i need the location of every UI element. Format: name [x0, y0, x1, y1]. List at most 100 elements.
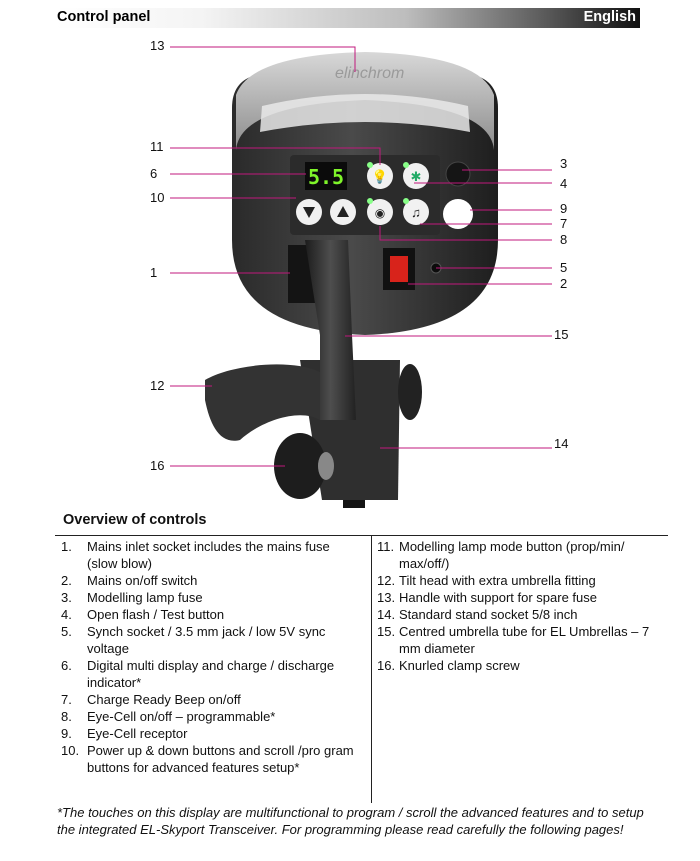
digital-display: [305, 162, 347, 190]
tilt-handle: [205, 364, 320, 441]
item-number: 4.: [61, 607, 72, 622]
list-item: 6. Digital multi display and charge / dis…: [61, 657, 361, 691]
callout-6: 6: [150, 166, 157, 181]
footnote: *The touches on this display are multifu…: [57, 805, 644, 837]
power-switch[interactable]: [390, 256, 408, 282]
item-number: 2.: [61, 573, 72, 588]
item-text: Knurled clamp screw: [399, 658, 520, 673]
arrow-down-icon: [303, 207, 315, 218]
item-number: 5.: [61, 624, 72, 639]
item-number: 1.: [61, 539, 72, 554]
item-text: Handle with support for spare fuse: [399, 590, 597, 605]
music-note-icon: ♫: [411, 205, 421, 220]
callout-7: 7: [560, 216, 567, 231]
item-number: 10.: [61, 743, 80, 758]
test-led: [403, 162, 409, 168]
language-label: English: [583, 9, 636, 25]
callout-15: 15: [554, 327, 568, 342]
item-number: 11.: [377, 539, 395, 554]
list-item: 15.Centred umbrella tube for EL Umbrella…: [377, 623, 667, 657]
callout-16: 16: [150, 458, 164, 473]
item-number: 14.: [377, 607, 396, 622]
callout-12: 12: [150, 378, 164, 393]
item-text: Digital multi display and charge / disch…: [87, 658, 335, 690]
callout-1: 1: [150, 265, 157, 280]
list-item: 4. Open flash / Test button: [61, 606, 361, 623]
list-item: 2. Mains on/off switch: [61, 572, 361, 589]
arrow-up-icon: [337, 206, 349, 217]
item-number: 8.: [61, 709, 72, 724]
item-text: Eye-Cell on/off – programmable*: [87, 709, 276, 724]
item-text: Standard stand socket 5/8 inch: [399, 607, 578, 622]
tilt-knob: [398, 364, 422, 420]
list-item: 8. Eye-Cell on/off – programmable*: [61, 708, 361, 725]
clamp-screw: [318, 452, 334, 480]
list-item: 5. Synch socket / 3.5 mm jack / low 5V sy…: [61, 623, 361, 657]
item-number: 13.: [377, 590, 396, 605]
list-item: 10. Power up & down buttons and scroll /p…: [61, 742, 361, 776]
callout-3: 3: [560, 156, 567, 171]
list-item: 11. Modelling lamp mode button (prop/min/…: [377, 538, 667, 572]
item-text: Modelling lamp fuse: [87, 590, 203, 605]
display-digits: 5.5: [308, 165, 344, 189]
item-text: Synch socket / 3.5 mm jack / low 5V sync…: [87, 624, 326, 656]
callout-5: 5: [560, 260, 567, 275]
item-number: 16.: [377, 658, 396, 673]
item-number: 7.: [61, 692, 72, 707]
page-title: Control panel: [57, 9, 151, 25]
item-text: Mains inlet socket includes the mains fu…: [87, 539, 330, 571]
item-text: Open flash / Test button: [87, 607, 225, 622]
lamp-fuse: [445, 161, 471, 187]
handle: [236, 52, 494, 150]
item-number: 3.: [61, 590, 72, 605]
list-item: 3. Modelling lamp fuse: [61, 589, 361, 606]
beep-led: [403, 198, 409, 204]
brand-logo: elinchrom: [335, 65, 404, 82]
lamp-led: [367, 162, 373, 168]
item-text: Centred umbrella tube for EL Umbrellas –…: [399, 624, 650, 656]
item-number: 9.: [61, 726, 72, 741]
callout-10: 10: [150, 190, 164, 205]
list-item: 14.Standard stand socket 5/8 inch: [377, 606, 667, 623]
list-item: 1. Mains inlet socket includes the mains …: [61, 538, 361, 572]
bulb-icon: 💡: [372, 169, 388, 184]
callout-2: 2: [560, 276, 567, 291]
callout-13: 13: [150, 38, 164, 53]
overview-heading: Overview of controls: [63, 512, 207, 528]
item-number: 15.: [377, 624, 396, 639]
lamp-mode-button[interactable]: [367, 163, 393, 189]
umbrella-tube: [305, 240, 356, 420]
callout-lines: [170, 46, 552, 467]
item-number: 12.: [377, 573, 396, 588]
eye-cell-button[interactable]: [367, 199, 393, 225]
eye-led: [367, 198, 373, 204]
callout-14: 14: [554, 436, 568, 451]
controls-list-right: 11. Modelling lamp mode button (prop/min/…: [377, 538, 667, 674]
list-item: 16.Knurled clamp screw: [377, 657, 667, 674]
beep-button[interactable]: [403, 199, 429, 225]
controls-list-left: 1. Mains inlet socket includes the mains …: [61, 538, 361, 776]
flash-icon: ✱: [411, 169, 422, 184]
item-text: Eye-Cell receptor: [87, 726, 188, 741]
eye-icon: ◉: [375, 206, 385, 220]
list-item: 13.Handle with support for spare fuse: [377, 589, 667, 606]
callout-11: 11: [150, 139, 164, 154]
handle-inner: [260, 94, 470, 132]
page-header: Control panel English: [55, 8, 640, 28]
item-text: Tilt head with extra umbrella fitting: [399, 573, 596, 588]
list-item: 12.Tilt head with extra umbrella fitting: [377, 572, 667, 589]
list-item: 9. Eye-Cell receptor: [61, 725, 361, 742]
item-text: Charge Ready Beep on/off: [87, 692, 241, 707]
item-number: 6.: [61, 658, 72, 673]
list-item: 7. Charge Ready Beep on/off: [61, 691, 361, 708]
callout-9: 9: [560, 201, 567, 216]
item-text: Modelling lamp mode button (prop/min/ ma…: [399, 539, 625, 571]
callout-4: 4: [560, 176, 567, 191]
clamp-knob: [274, 433, 326, 499]
eye-cell-receptor: [443, 199, 473, 229]
item-text: Mains on/off switch: [87, 573, 198, 588]
column-divider: [371, 535, 372, 803]
callout-8: 8: [560, 232, 567, 247]
item-text: Power up & down buttons and scroll /pro …: [87, 743, 354, 775]
table-top-rule: [55, 535, 668, 536]
